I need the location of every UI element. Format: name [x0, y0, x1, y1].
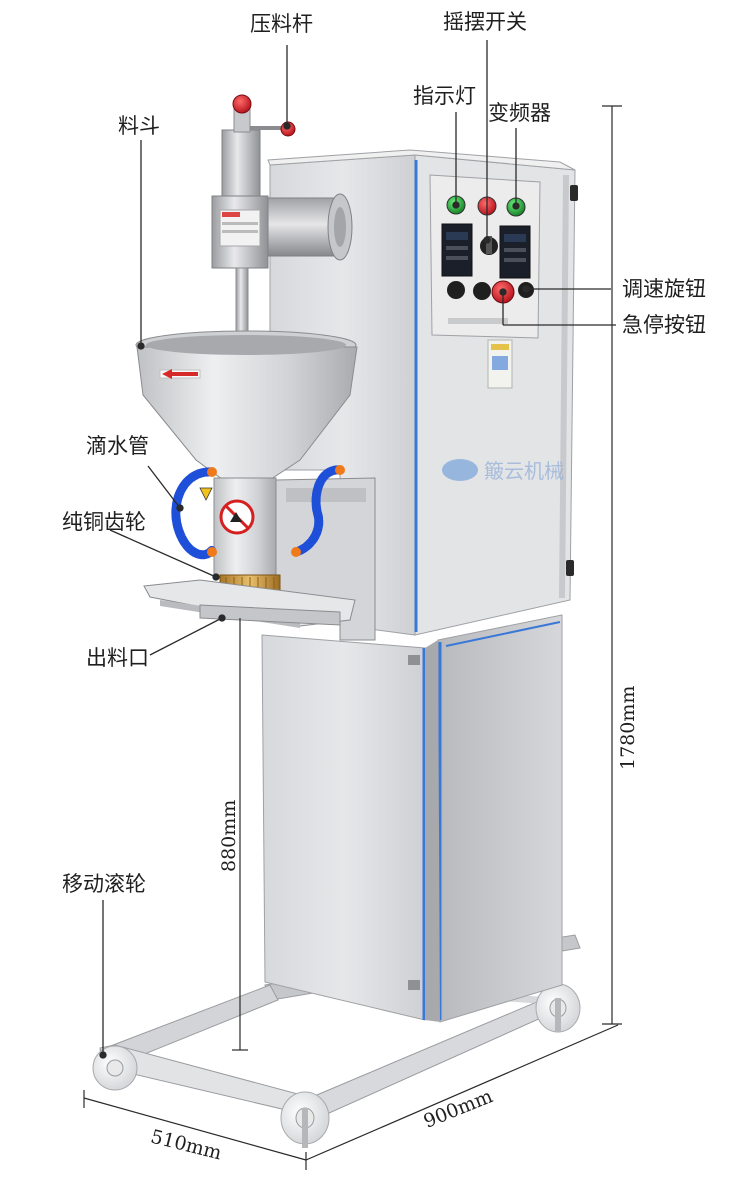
label-copper-gear: 纯铜齿轮	[62, 510, 146, 534]
label-outlet: 出料口	[86, 646, 149, 670]
label-speed-knob: 调速旋钮	[622, 277, 706, 301]
speed-knob-left-icon	[447, 281, 465, 299]
wheel-front-left	[92, 1045, 138, 1091]
svg-text:簸云机械: 簸云机械	[484, 459, 564, 483]
drip-tubes	[171, 465, 345, 560]
label-swing-switch: 摇摆开关	[443, 10, 527, 34]
callout-lines	[99, 40, 616, 1059]
dim-height-total: 1780mm	[617, 685, 639, 770]
hopper	[135, 330, 358, 579]
label-casters: 移动滚轮	[62, 872, 146, 896]
inverter-display-right	[499, 225, 531, 279]
lower-cabinet	[261, 614, 563, 1023]
label-drip-tube: 滴水管	[86, 434, 149, 458]
speed-knob-mid-icon	[473, 282, 491, 300]
label-inverter: 变频器	[488, 101, 551, 125]
inverter-display-left	[441, 223, 473, 277]
press-assembly	[211, 94, 353, 341]
dimension-lines	[83, 105, 622, 1170]
label-indicator-light: 指示灯	[413, 84, 476, 108]
forming-head	[143, 477, 376, 641]
wheel-front-right	[280, 1091, 330, 1148]
label-press-rod: 压料杆	[250, 12, 313, 36]
dim-height-outlet: 880mm	[218, 799, 240, 872]
wheel-back-right	[535, 983, 581, 1033]
caster-wheels	[92, 983, 581, 1148]
label-hopper: 料斗	[118, 114, 160, 138]
label-emergency-stop: 急停按钮	[622, 313, 706, 337]
control-panel	[429, 174, 541, 339]
